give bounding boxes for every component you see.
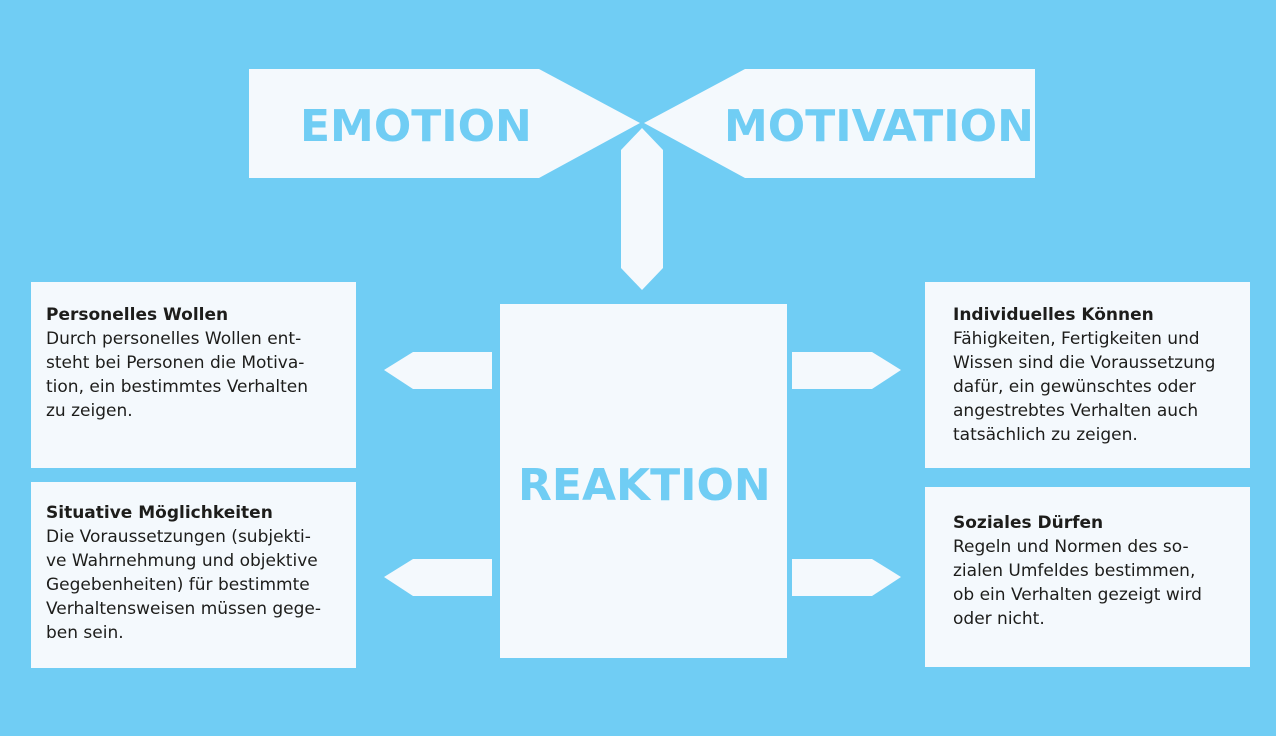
box-text-line: zialen Umfeldes bestimmen,: [953, 561, 1196, 581]
arrow-to-situative-moeglichkeiten: [384, 559, 492, 596]
box-text-line: ve Wahrnehmung und objektive: [46, 551, 318, 571]
soziales-duerfen-box: Soziales Dürfen Regeln und Normen des so…: [925, 487, 1250, 667]
box-title: Individuelles Können: [953, 305, 1154, 325]
box-text-line: oder nicht.: [953, 609, 1045, 629]
box-text-line: Gegebenheiten) für bestimmte: [46, 575, 310, 595]
box-text-line: dafür, ein gewünschtes oder: [953, 377, 1196, 397]
box-text-line: zu zeigen.: [46, 401, 133, 421]
situative-moeglichkeiten-box: Situative Möglichkeiten Die Voraussetzun…: [31, 482, 356, 668]
box-text-line: tion, ein bestimmtes Verhalten: [46, 377, 309, 397]
box-text-line: Durch personelles Wollen ent-: [46, 329, 302, 349]
reaktion-box-shape: [500, 304, 787, 658]
motivation-arrow-shape: [644, 69, 1035, 178]
arrow-to-personelles-wollen: [384, 352, 492, 389]
motivation-label: MOTIVATION: [724, 101, 1034, 152]
box-title: Soziales Dürfen: [953, 513, 1104, 533]
box-text-line: ben sein.: [46, 623, 124, 643]
arrow-to-soziales-duerfen: [792, 559, 901, 596]
box-text-line: Verhaltensweisen müssen gege-: [46, 599, 322, 619]
box-text-line: Die Voraussetzungen (subjekti-: [46, 527, 311, 547]
individuelles-koennen-box: Individuelles Können Fähigkeiten, Fertig…: [925, 282, 1250, 468]
box-text-line: Fähigkeiten, Fertigkeiten und: [953, 329, 1200, 349]
box-text-line: steht bei Personen die Motiva-: [46, 353, 305, 373]
emotion-arrow-shape: [249, 69, 640, 178]
box-title: Personelles Wollen: [46, 305, 229, 325]
box-text-line: ob ein Verhalten gezeigt wird: [953, 585, 1202, 605]
reaktion-label: REAKTION: [518, 460, 771, 511]
box-text-line: tatsächlich zu zeigen.: [953, 425, 1138, 445]
box-text-line: angestrebtes Verhalten auch: [953, 401, 1199, 421]
box-title: Situative Möglichkeiten: [46, 503, 273, 523]
personelles-wollen-box: Personelles Wollen Durch personelles Wol…: [31, 282, 356, 468]
box-text-line: Regeln und Normen des so-: [953, 537, 1189, 557]
down-arrow-to-reaktion: [621, 128, 663, 290]
emotion-label: EMOTION: [300, 101, 532, 152]
box-text-line: Wissen sind die Voraussetzung: [953, 353, 1216, 373]
arrow-to-individuelles-koennen: [792, 352, 901, 389]
